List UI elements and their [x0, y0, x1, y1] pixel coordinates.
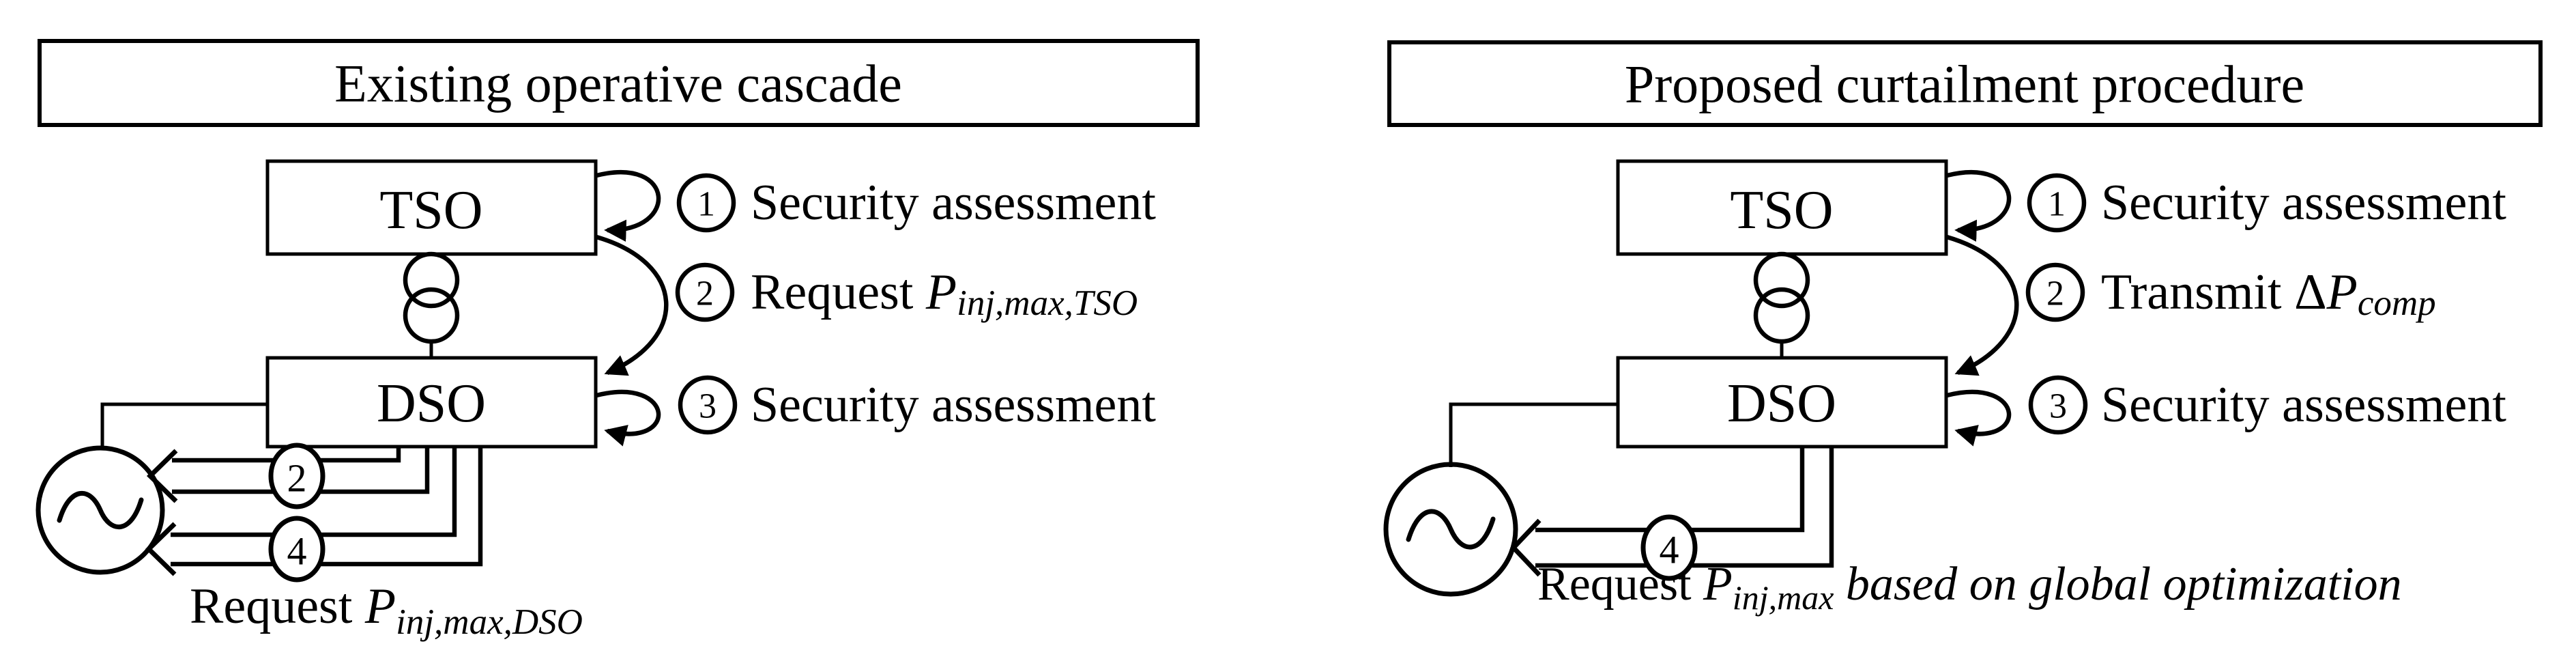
right-request-subscript: inj,max	[1733, 578, 1834, 617]
right-step3-number: 3	[2049, 387, 2067, 426]
right-dso-self-loop-arrow	[1946, 389, 2012, 447]
right-dso-to-generator-line	[1449, 402, 1618, 467]
right-dso-box	[1616, 356, 1948, 449]
left-step3-number: 3	[699, 387, 717, 426]
right-request-label: Request Pinj,max based on global optimiz…	[1537, 558, 2402, 617]
left-dso-self-loop-arrow	[596, 389, 661, 447]
right-step1-number: 1	[2048, 185, 2066, 224]
left-step2-number-circle-icon	[675, 262, 735, 322]
left-request-var: P	[364, 578, 396, 634]
right-step2-number: 2	[2046, 275, 2064, 313]
right-step1-number-circle-icon	[2027, 173, 2087, 233]
left-tso-self-loop-arrow	[596, 169, 661, 242]
right-badge-circle-icon	[1640, 514, 1698, 581]
right-step1-label: Security assessment	[2101, 175, 2506, 231]
right-tso-self-loop-arrow	[1946, 169, 2012, 242]
right-tso-label: TSO	[1730, 180, 1833, 240]
left-badge-bottom: 4	[287, 529, 307, 574]
right-step2-number-circle-icon	[2025, 262, 2085, 322]
left-step2-label: Request Pinj,max,TSO	[751, 264, 1138, 323]
right-step3-number-circle-icon	[2028, 375, 2088, 435]
right-step2-var: P	[2326, 264, 2358, 320]
left-dso-to-generator-line	[100, 402, 267, 450]
right-tso-box	[1616, 159, 1948, 256]
left-step1-number-circle-icon	[676, 173, 736, 233]
right-arrowhead-icon	[1510, 518, 1542, 577]
left-title: Existing operative cascade	[334, 54, 902, 113]
left-step2-prefix: Request	[751, 264, 926, 320]
left-dso-box	[265, 356, 598, 449]
panel-proposed-procedure: Proposed curtailment procedure TSO DSO 1…	[1383, 40, 2543, 617]
right-transformer-icon	[1753, 251, 1810, 358]
right-title-box	[1387, 40, 2543, 127]
left-dso-label: DSO	[377, 374, 486, 434]
left-tso-to-dso-arrow	[596, 234, 669, 376]
right-tso-to-dso-arrow	[1946, 234, 2019, 376]
left-step3-label: Security assessment	[751, 377, 1156, 433]
left-generator-icon	[35, 445, 165, 575]
left-badge-bottom-circle-icon	[268, 516, 325, 583]
right-step2-prefix: Transmit	[2101, 264, 2294, 320]
left-badge-top-circle-icon	[268, 443, 325, 509]
left-request-label: Request Pinj,max,DSO	[190, 578, 583, 642]
left-transformer-icon	[403, 251, 460, 358]
right-request-suffix: based on global optimization	[1834, 558, 2401, 611]
right-step3-label: Security assessment	[2101, 377, 2506, 433]
right-step2-subscript: comp	[2358, 283, 2436, 323]
left-tso-box	[265, 159, 598, 256]
left-tso-label: TSO	[379, 180, 482, 240]
left-step3-number-circle-icon	[678, 375, 738, 435]
left-request-prefix: Request	[190, 578, 365, 634]
right-badge: 4	[1660, 528, 1679, 572]
right-step2-delta: Δ	[2294, 264, 2327, 320]
right-dso-label: DSO	[1727, 374, 1836, 434]
right-request-prefix: Request	[1537, 558, 1703, 611]
left-title-box	[38, 39, 1200, 127]
left-arrowhead-top-icon	[146, 449, 178, 503]
left-request-subscript: inj,max,DSO	[396, 602, 583, 642]
right-title: Proposed curtailment procedure	[1625, 55, 2304, 114]
right-generator-icon	[1383, 462, 1518, 597]
left-step2-number: 2	[696, 275, 714, 313]
left-arrowhead-bottom-icon	[145, 522, 177, 576]
panel-existing-cascade: Existing operative cascade TSO DSO 1 Sec…	[35, 39, 1200, 642]
right-curtailment-lines	[1510, 447, 1834, 577]
left-step2-var: P	[925, 264, 957, 320]
left-step1-label: Security assessment	[751, 175, 1156, 231]
left-badge-top: 2	[287, 456, 307, 501]
left-step2-subscript: inj,max,TSO	[957, 283, 1138, 323]
right-step2-label: Transmit ΔPcomp	[2101, 264, 2436, 323]
left-step1-number: 1	[697, 185, 715, 224]
right-request-var: P	[1703, 558, 1733, 611]
